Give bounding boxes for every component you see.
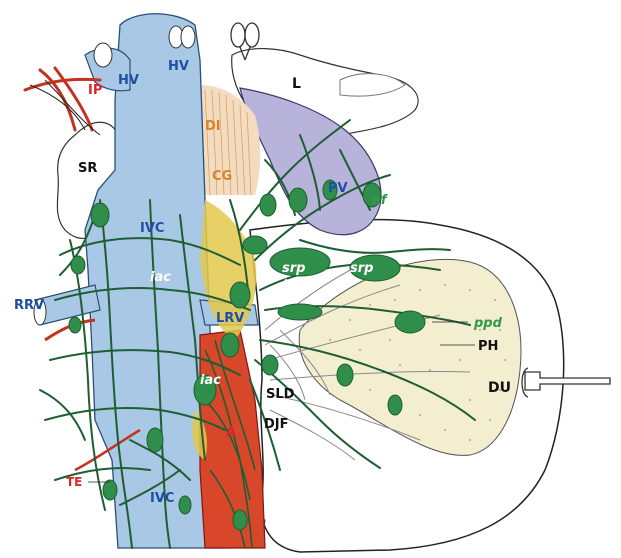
label-iac-upper: iac bbox=[150, 270, 171, 285]
label-sld: SLD bbox=[266, 387, 295, 402]
label-ivc-lower: IVC bbox=[150, 491, 174, 506]
label-lrv: LRV bbox=[216, 311, 244, 326]
label-pv: PV bbox=[328, 181, 348, 196]
label-ip: IP bbox=[88, 83, 102, 98]
label-te: TE bbox=[66, 475, 82, 489]
hepatic-vein-orifice bbox=[94, 43, 112, 67]
label-hv-left: HV bbox=[118, 73, 139, 88]
label-srp-right: srp bbox=[350, 261, 373, 276]
hepatic-vein-orifice bbox=[181, 26, 195, 48]
label-a: A bbox=[226, 425, 236, 440]
label-l: L bbox=[292, 76, 301, 92]
label-rp: (rp) bbox=[282, 277, 305, 290]
label-iac-lower: iac bbox=[200, 373, 221, 388]
label-ph: PH bbox=[478, 339, 498, 354]
label-du: DU bbox=[488, 380, 511, 396]
label-di: DI bbox=[205, 119, 221, 134]
duodenal-tube bbox=[525, 372, 610, 390]
label-ef: ef bbox=[372, 193, 389, 208]
label-rrv: RRV bbox=[14, 298, 44, 313]
label-djf: DJF bbox=[264, 417, 289, 432]
label-sr: SR bbox=[78, 161, 97, 176]
label-cg: CG bbox=[212, 169, 232, 184]
label-hv-right: HV bbox=[168, 59, 189, 74]
label-ivc-upper: IVC bbox=[140, 221, 164, 236]
label-srp-left: srp bbox=[282, 261, 305, 276]
label-ppd: ppd bbox=[473, 316, 503, 331]
